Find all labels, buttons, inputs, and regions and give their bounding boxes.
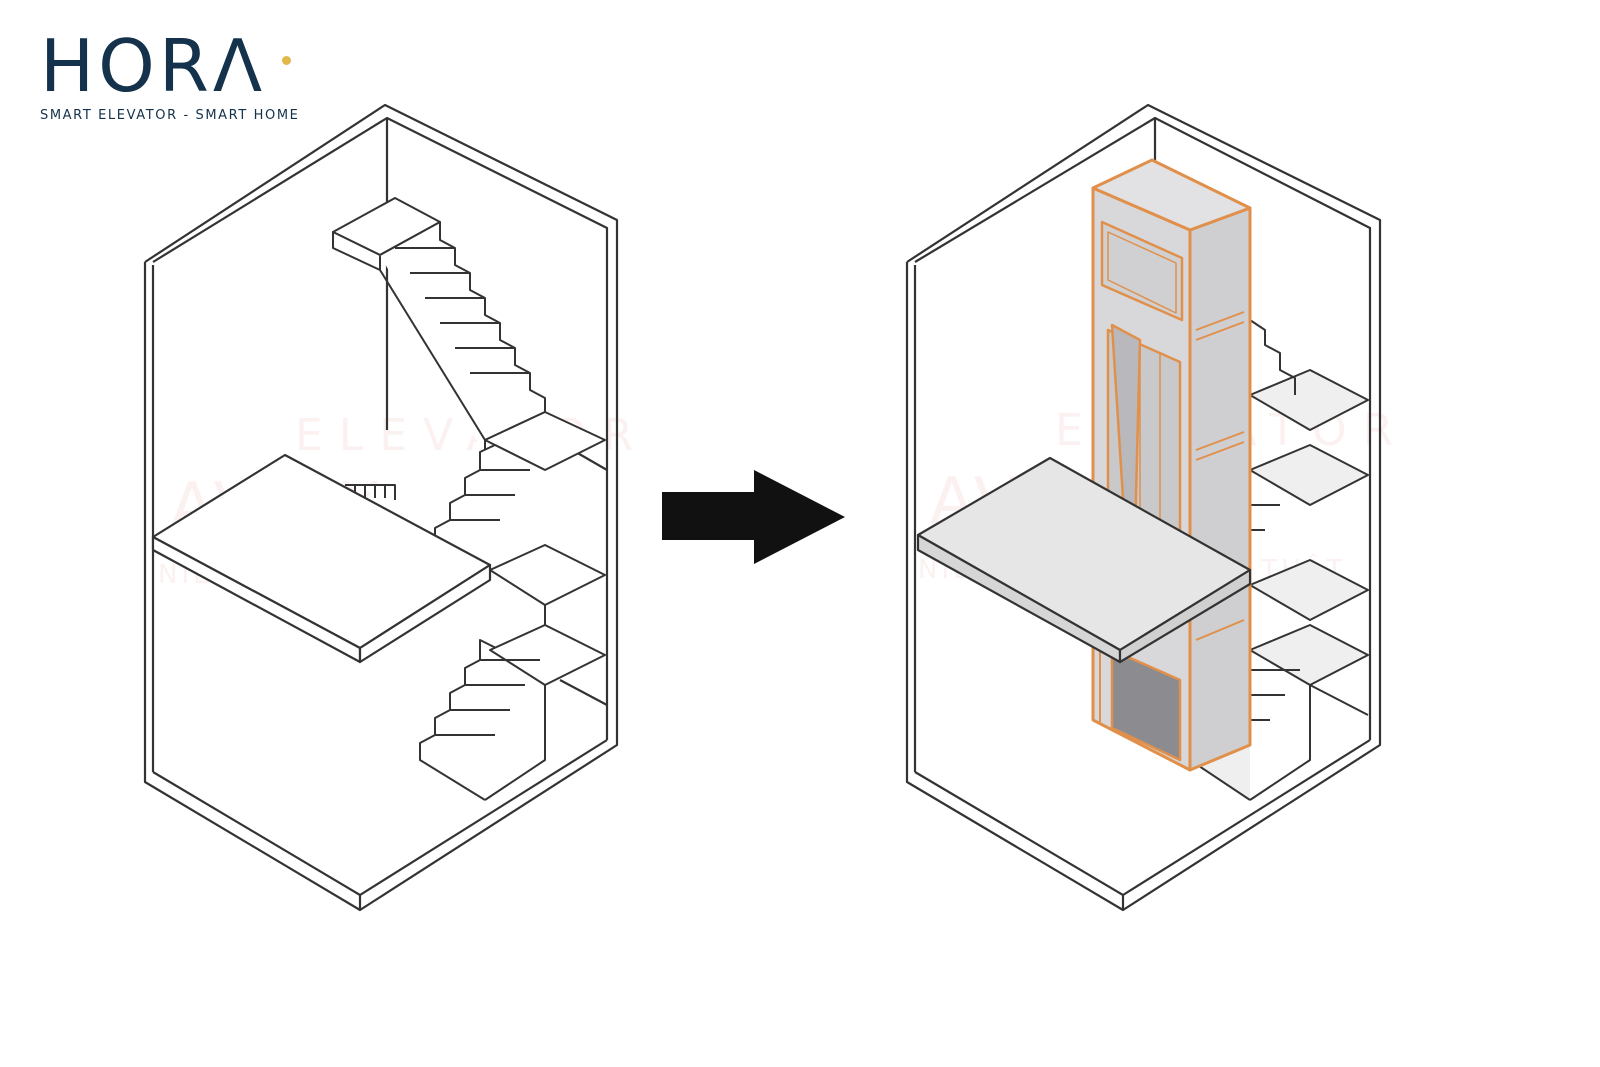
logo-wordmark: HORΛ (40, 24, 267, 108)
floor-slab-before (151, 453, 492, 664)
home-elevator (1091, 158, 1252, 772)
house-outline (143, 103, 619, 912)
elevator-side-face (1188, 206, 1252, 772)
staircase-before (332, 197, 606, 801)
floor-slab-after (916, 456, 1252, 664)
elevator-lower-door (1110, 648, 1182, 762)
house-outline-after (905, 103, 1382, 912)
hora-logo: HORΛ SMART ELEVATOR - SMART HOME (40, 30, 340, 130)
elevator-roof (1091, 158, 1252, 232)
house-after (905, 103, 1382, 912)
logo-tagline: SMART ELEVATOR - SMART HOME (40, 108, 300, 123)
arrow-right-icon (662, 470, 845, 564)
logo-accent-dot (282, 56, 291, 65)
house-before (143, 103, 619, 912)
